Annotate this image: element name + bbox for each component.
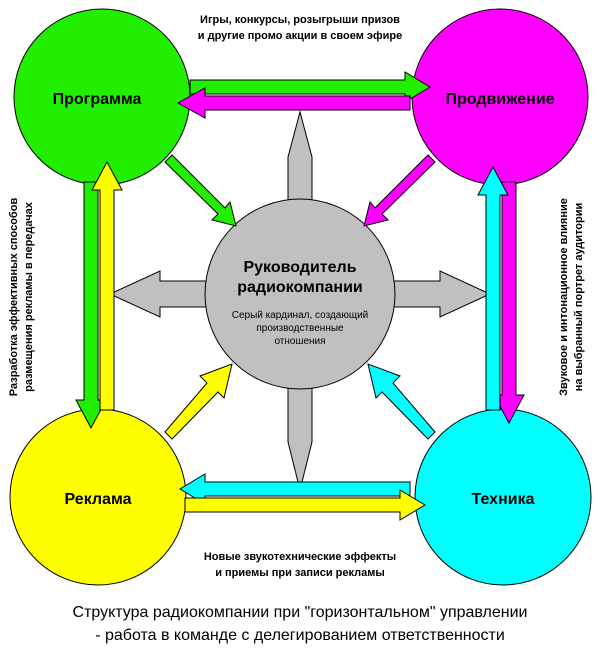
- promotion-label: Продвижение: [445, 91, 554, 108]
- arrow-advertising-to-program: [91, 160, 123, 411]
- advertising-label: Реклама: [65, 491, 132, 508]
- arrow-promotion-to-technique: [493, 181, 525, 425]
- arrow-program-to-advertising: [75, 181, 107, 430]
- center-title-line2: радиокомпании: [237, 279, 363, 296]
- note-top-line2: и другие промо акции в своем эфире: [198, 30, 402, 42]
- note-left-line1: Разработка эффективных способов: [8, 198, 20, 397]
- arrow-program-to-promotion: [189, 71, 431, 103]
- note-top-line1: Игры, конкурсы, розыгрыши призов: [200, 14, 400, 26]
- center-sub-line2: производственные: [256, 323, 344, 334]
- note-right-line1: Звуковое и интонационное влияние: [558, 198, 570, 396]
- diagonal-arrows: [164, 154, 436, 440]
- center-sub-line1: Серый кардинал, создающий: [232, 310, 369, 321]
- center-arrows: [108, 110, 492, 491]
- arrow-advertising-to-technique: [184, 489, 426, 521]
- program-label: Программа: [53, 91, 142, 108]
- note-left-line2: размещения рекламы в передачах: [23, 201, 35, 392]
- caption-line1: Структура радиокомпании при "горизонталь…: [73, 604, 528, 621]
- center-arrow-up: [287, 110, 313, 211]
- note-left: Разработка эффективных способов размещен…: [8, 198, 35, 397]
- center-arrow-left: [108, 270, 221, 318]
- caption-line2: - работа в команде с делегированием отве…: [95, 627, 505, 644]
- arrow-technique-to-promotion: [477, 165, 509, 411]
- technique-label: Техника: [472, 491, 535, 508]
- diagonal-arrow-program: [164, 154, 237, 227]
- arrow-technique-to-advertising: [179, 473, 411, 505]
- center-sub-line3: отношения: [274, 336, 325, 347]
- note-bottom-line1: Новые звукотехнические эффекты: [204, 551, 396, 563]
- center-arrow-right: [379, 270, 492, 318]
- manager-center-circle: [204, 198, 396, 390]
- center-title-line1: Руководитель: [243, 259, 356, 276]
- diagonal-arrow-advertising: [164, 363, 233, 440]
- diagonal-arrow-technique: [367, 363, 436, 440]
- arrow-promotion-to-program: [176, 87, 411, 119]
- note-right: Звуковое и интонационное влияние на выбр…: [558, 198, 585, 396]
- note-bottom-line2: и приемы при записи рекламы: [215, 567, 385, 579]
- note-right-line2: на выбранный портрет аудитории: [573, 203, 585, 391]
- diagonal-arrow-promotion: [363, 154, 436, 227]
